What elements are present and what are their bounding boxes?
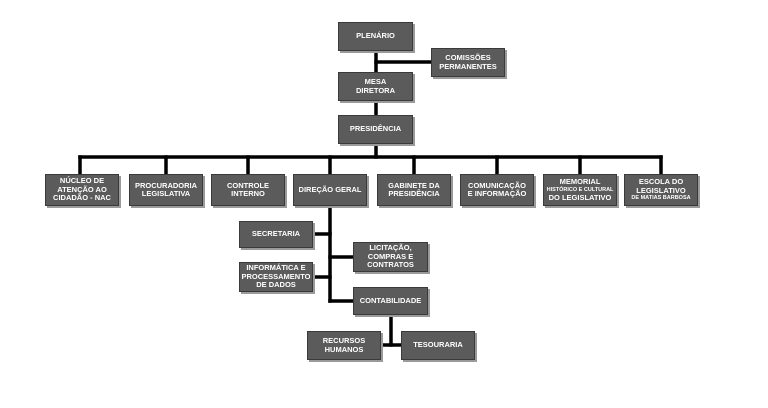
node-memorial-line: HISTÓRICO E CULTURAL [546,186,614,193]
node-controle-line: INTERNO [231,189,265,198]
node-escola-line: DE MATIAS BARBOSA [631,195,691,201]
node-nac-line: ATENÇÃO AO [57,184,107,194]
node-informatica: INFORMÁTICA E PROCESSAMENTO DE DADOS [239,262,313,292]
node-memorial-line: MEMORIAL [559,177,601,186]
node-comunicacao-line: E INFORMAÇÃO [467,189,527,198]
node-mesa-diretora: MESA DIRETORA [338,72,413,101]
node-recursos-line: RECURSOS [322,336,366,345]
node-licitacao-line: LICITAÇÃO, [369,243,412,253]
node-presidencia: PRESIDÊNCIA [338,115,413,144]
node-nac: NÚCLEO DE ATENÇÃO AO CIDADÃO - NAC [45,174,119,206]
node-presidencia-line: PRESIDÊNCIA [349,124,402,134]
node-comunicacao: COMUNICAÇÃO E INFORMAÇÃO [460,174,534,206]
node-informatica-line: PROCESSAMENTO [241,271,311,281]
node-procuradoria: PROCURADORIA LEGISLATIVA [129,174,203,206]
node-contabilidade: CONTABILIDADE [353,287,428,315]
node-procuradoria-line: PROCURADORIA [134,180,198,190]
node-comissoes-line: COMISSÕES [445,53,491,62]
node-escola: ESCOLA DO LEGISLATIVO DE MATIAS BARBOSA [624,174,698,206]
node-gabinete: GABINETE DA PRESIDÊNCIA [377,174,451,206]
node-nac-line: CIDADÃO - NAC [53,193,111,203]
node-mesa-line: DIRETORA [355,85,396,95]
node-controle-line: CONTROLE [226,180,270,190]
node-plenario: PLENÁRIO [338,22,413,51]
node-memorial-line: DO LEGISLATIVO [548,192,612,202]
node-direcao-geral: DIREÇÃO GERAL [293,174,367,206]
node-procuradoria-line: LEGISLATIVA [141,189,191,198]
node-recursos-humanos: RECURSOS HUMANOS [307,331,381,360]
node-escola-line: LEGISLATIVO [636,185,686,195]
node-secretaria: SECRETARIA [239,221,313,248]
node-informatica-line: DE DADOS [256,280,296,290]
node-secretaria-line: SECRETARIA [251,229,301,239]
node-tesouraria-line: TESOURARIA [413,340,463,350]
node-controle-interno: CONTROLE INTERNO [211,174,285,206]
node-contabilidade-line: CONTABILIDADE [359,295,422,305]
node-recursos-line: HUMANOS [324,344,364,354]
node-comissoes-line: PERMANENTES [439,61,497,71]
node-plenario-line: PLENÁRIO [356,31,395,41]
node-informatica-line: INFORMÁTICA E [246,263,306,273]
node-gabinete-line: GABINETE DA [388,180,440,190]
node-licitacao-line: COMPRAS E [367,251,414,261]
node-comissoes-permanentes: COMISSÕES PERMANENTES [431,48,505,77]
node-mesa-line: MESA [364,77,387,86]
node-licitacao-line: CONTRATOS [367,260,414,270]
node-gabinete-line: PRESIDÊNCIA [388,189,440,198]
node-direcao-line: DIREÇÃO GERAL [298,184,362,194]
node-comunicacao-line: COMUNICAÇÃO [468,180,526,190]
node-nac-line: NÚCLEO DE [59,176,105,186]
node-memorial: MEMORIAL HISTÓRICO E CULTURAL DO LEGISLA… [543,174,617,206]
node-escola-line: ESCOLA DO [638,177,684,186]
node-licitacao: LICITAÇÃO, COMPRAS E CONTRATOS [353,242,428,272]
node-tesouraria: TESOURARIA [401,331,475,360]
